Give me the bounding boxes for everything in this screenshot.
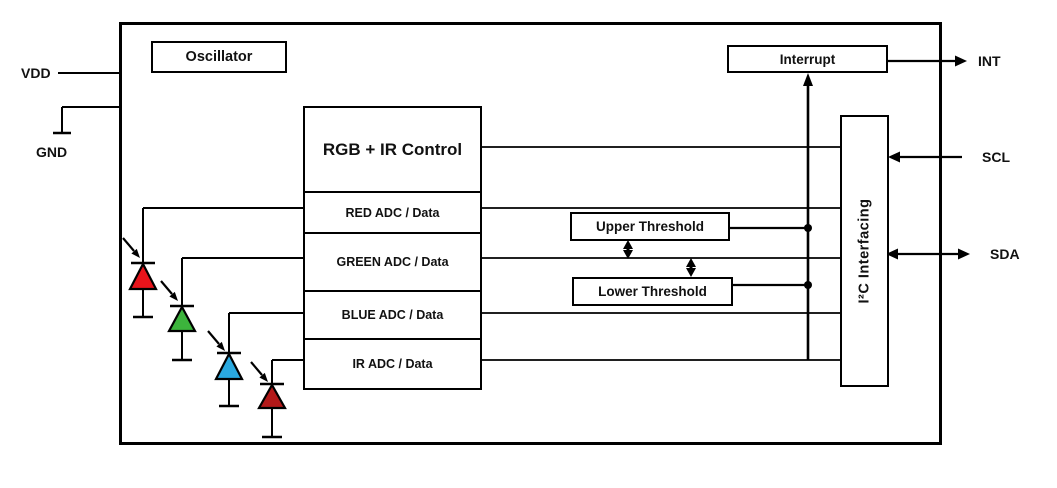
- ir-photodiode: [249, 360, 287, 439]
- blue-photodiode: [206, 313, 244, 408]
- incident-light-arrow-icon: [121, 236, 142, 260]
- pin-label-sda: SDA: [990, 246, 1020, 262]
- oscillator-block: Oscillator: [151, 41, 287, 73]
- lower-threshold-block: Lower Threshold: [572, 277, 733, 306]
- red-photodiode: [121, 208, 158, 319]
- incident-light-arrow-icon: [249, 360, 270, 384]
- i2c-interfacing-label: I²C Interfacing: [856, 198, 873, 304]
- pin-label-gnd: GND: [36, 144, 68, 160]
- rgb-ir-control-block: RGB + IR Control RED ADC / Data GREEN AD…: [303, 106, 482, 390]
- adc-to-i2c-wires: [482, 146, 840, 361]
- lower-threshold-label: Lower Threshold: [598, 284, 707, 299]
- gnd-wire-and-ground-icon: [53, 106, 119, 135]
- left-arrow-icon: [886, 248, 898, 260]
- scl-wire: [888, 151, 962, 163]
- oscillator-label: Oscillator: [185, 49, 253, 65]
- right-arrow-icon: [958, 248, 970, 260]
- i2c-interfacing-block: I²C Interfacing: [840, 115, 889, 387]
- red-adc-row: RED ADC / Data: [305, 191, 480, 232]
- green-photodiode: [159, 258, 197, 362]
- left-arrow-icon: [888, 151, 900, 163]
- right-arrow-icon: [955, 55, 967, 67]
- pin-label-scl: SCL: [982, 149, 1010, 165]
- lower-threshold-compare-arrow: [686, 258, 696, 277]
- ir-adc-row: IR ADC / Data: [305, 338, 480, 387]
- upper-threshold-block: Upper Threshold: [570, 212, 730, 241]
- sda-wire: [886, 248, 970, 260]
- up-arrow-icon: [803, 73, 813, 86]
- threshold-wires: [730, 224, 812, 289]
- blue-adc-row: BLUE ADC / Data: [305, 290, 480, 338]
- int-wire: [888, 55, 967, 67]
- green-adc-row: GREEN ADC / Data: [305, 232, 480, 290]
- control-title: RGB + IR Control: [322, 139, 463, 159]
- interrupt-block: Interrupt: [727, 45, 888, 73]
- upper-threshold-compare-arrow: [623, 240, 633, 259]
- interrupt-label: Interrupt: [779, 51, 836, 67]
- pin-label-int: INT: [978, 53, 1001, 69]
- upper-threshold-label: Upper Threshold: [595, 219, 704, 234]
- incident-light-arrow-icon: [206, 329, 227, 353]
- pin-label-vdd: VDD: [21, 65, 51, 81]
- interrupt-feed-wire: [803, 73, 813, 360]
- incident-light-arrow-icon: [159, 279, 180, 303]
- chip-outline: [119, 22, 942, 445]
- photodiode-to-adc-wires: [143, 207, 303, 361]
